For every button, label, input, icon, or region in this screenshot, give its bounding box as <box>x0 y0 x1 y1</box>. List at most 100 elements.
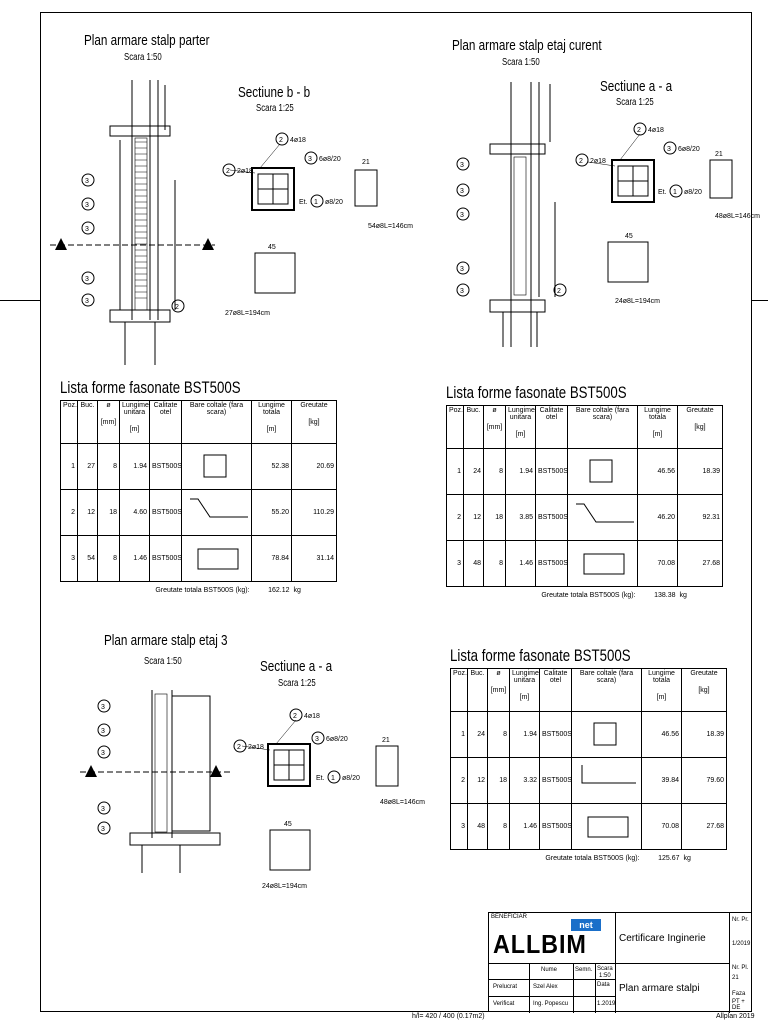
plan-scale-etaj-curent: Scara 1:50 <box>502 57 540 68</box>
col-header-cal: Calitate otel <box>149 400 182 444</box>
svg-text:2: 2 <box>279 137 283 144</box>
shape-tie <box>571 803 642 850</box>
label-et: Et. <box>299 199 308 206</box>
frame-tick <box>752 300 768 301</box>
faza-label: Faza <box>732 991 746 997</box>
svg-text:2: 2 <box>237 744 241 751</box>
svg-text:3: 3 <box>101 704 105 711</box>
svg-text:1: 1 <box>314 199 318 206</box>
col-header-gr: Greutate[kg] <box>681 668 727 712</box>
column-elevation-parter: 3 3 3 3 3 2 <box>50 80 215 365</box>
svg-text:3: 3 <box>85 226 89 233</box>
col-header-lu: Lungime unitara[m] <box>119 400 150 444</box>
nr-pr: 1/2019 <box>732 941 751 947</box>
software-label: Allplan 2019 <box>716 1013 755 1020</box>
svg-text:3: 3 <box>85 298 89 305</box>
svg-text:2: 2 <box>226 168 230 175</box>
col-header-d: ø[mm] <box>483 405 506 449</box>
label-tie-length: 48ø8L=146cm <box>715 213 760 220</box>
col-header-gr: Greutate[kg] <box>291 400 337 444</box>
faza: PT + DE <box>732 999 745 1011</box>
shape-l-bar <box>571 757 642 804</box>
svg-text:3: 3 <box>85 276 89 283</box>
col-header-cal: Calitate otel <box>535 405 568 449</box>
svg-text:2: 2 <box>579 158 583 165</box>
label-et: Et. <box>316 775 325 782</box>
col-header-lu: Lungime unitara[m] <box>505 405 536 449</box>
col-header-cal: Calitate otel <box>539 668 572 712</box>
table-title-1: Lista forme fasonate BST500S <box>60 378 241 397</box>
label-stirrups: 6ø8/20 <box>319 156 341 163</box>
section-title-a: Sectiune a - a <box>600 78 673 95</box>
svg-text:3: 3 <box>460 266 464 273</box>
svg-text:3: 3 <box>101 750 105 757</box>
table-title-2: Lista forme fasonate BST500S <box>446 383 627 402</box>
verificat-name: Ing. Popescu <box>533 1001 569 1007</box>
plan-title-etaj3: Plan armare stalp etaj 3 <box>104 632 228 649</box>
prelucrat-name: Szel Alex <box>533 984 558 990</box>
svg-text:3: 3 <box>308 156 312 163</box>
plan-scale-parter: Scara 1:50 <box>124 52 162 63</box>
label-bars: 4ø18 <box>290 137 306 144</box>
svg-text:1: 1 <box>673 189 677 196</box>
col-header-bare: Bare coltale (fara scara) <box>181 400 252 444</box>
col-header-lt: Lungime totala[m] <box>641 668 682 712</box>
col-semn: Semn. <box>575 967 593 973</box>
svg-text:3: 3 <box>85 178 89 185</box>
col-header-poz: Poz. <box>450 668 468 712</box>
shape-tie <box>181 535 252 582</box>
label-stirrup-length: 27ø8L=194cm <box>225 310 270 317</box>
label-bars: 4ø18 <box>304 713 320 720</box>
label-stirrups: 6ø8/20 <box>326 736 348 743</box>
table-title-3: Lista forme fasonate BST500S <box>450 646 631 665</box>
label-bars-2018: 2ø18 <box>248 744 264 751</box>
col-header-d: ø[mm] <box>487 668 510 712</box>
data-label: Data <box>597 982 610 988</box>
section-scale-b: Scara 1:25 <box>256 103 294 114</box>
nr-pr-label: Nr. Pr. <box>732 917 749 923</box>
section-scale-a3: Scara 1:25 <box>278 678 316 689</box>
label-et: Et. <box>658 189 667 196</box>
svg-text:1: 1 <box>331 775 335 782</box>
cross-section-a-curent: 2 4ø18 2 2ø18 3 6ø8/20 Et. 1 ø8/20 24ø8L… <box>575 122 760 305</box>
shape-stirrup <box>181 443 252 490</box>
prelucrat-label: Prelucrat <box>493 984 518 990</box>
svg-text:3: 3 <box>460 162 464 169</box>
dim-45: 45 <box>625 233 633 240</box>
col-header-buc: Buc. <box>467 668 488 712</box>
label-tie-length: 54ø8L=146cm <box>368 223 413 230</box>
table-total: Greutate totala BST500S (kg): 138.38 kg <box>446 586 723 603</box>
svg-text:3: 3 <box>101 826 105 833</box>
plan-title-parter: Plan armare stalp parter <box>84 32 210 49</box>
col-header-lt: Lungime totala[m] <box>251 400 292 444</box>
label-tie-length: 48ø8L=146cm <box>380 799 425 806</box>
table-total: Greutate totala BST500S (kg): 162.12 kg <box>60 581 337 598</box>
dim-45: 45 <box>284 821 292 828</box>
svg-text:3: 3 <box>667 146 671 153</box>
beneficiar-label: BENEFICIAR <box>491 914 528 920</box>
label-820: ø8/20 <box>325 199 343 206</box>
logo-badge: net <box>571 919 601 931</box>
svg-text:2: 2 <box>637 127 641 134</box>
dim-45: 45 <box>268 244 276 251</box>
dim-21: 21 <box>362 159 370 166</box>
col-nume: Nume <box>541 967 558 973</box>
table-total: Greutate totala BST500S (kg): 125.67 kg <box>450 849 727 866</box>
dim-21: 21 <box>715 151 723 158</box>
section-title-b: Sectiune b - b <box>238 84 311 101</box>
col-header-lt: Lungime totala[m] <box>637 405 678 449</box>
col-header-poz: Poz. <box>60 400 78 444</box>
cross-section-a-etaj3: 2 4ø18 2 2ø18 3 6ø8/20 Et. 1 ø8/20 24ø8L… <box>233 708 425 890</box>
svg-text:3: 3 <box>460 288 464 295</box>
area-readout: h/l= 420 / 400 (0.17m2) <box>412 1013 485 1020</box>
dim-21: 21 <box>382 737 390 744</box>
company-logo: ALLBIM <box>493 929 587 959</box>
forms-table-3: Poz. Buc. ø[mm] Lungime unitara[m] Calit… <box>450 668 727 866</box>
frame-tick <box>0 300 40 301</box>
label-bars-2018: 2ø18 <box>590 158 606 165</box>
col-header-lu: Lungime unitara[m] <box>509 668 540 712</box>
